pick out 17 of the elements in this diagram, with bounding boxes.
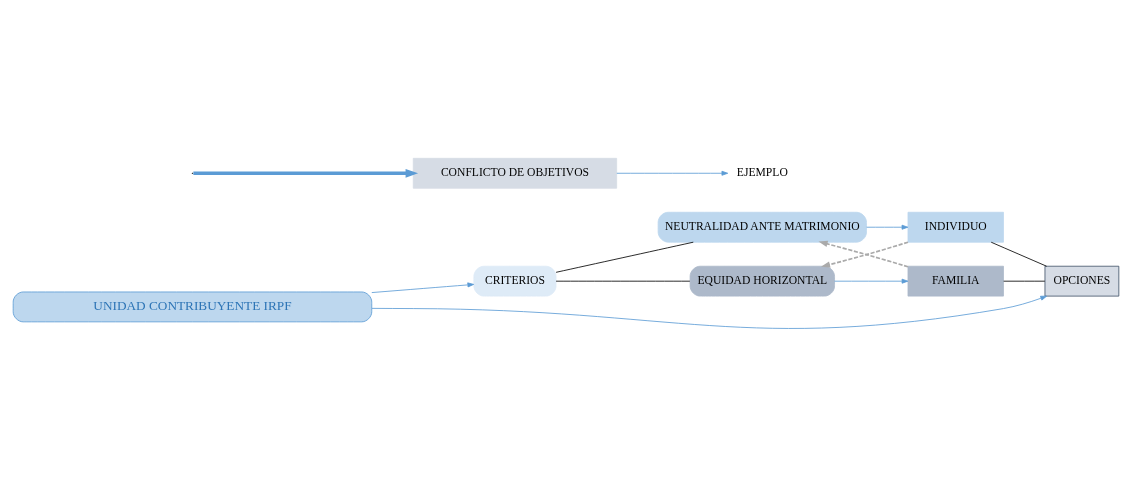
connector xyxy=(990,241,1047,267)
arrow xyxy=(371,295,1047,329)
node-box: NEUTRALIDAD ANTE MATRIMONIO xyxy=(657,211,867,243)
connector xyxy=(555,241,694,273)
arrow xyxy=(371,281,475,293)
node-box: EQUIDAD HORIZONTAL xyxy=(689,265,835,297)
node-box: CRITERIOS xyxy=(473,265,557,297)
arrow xyxy=(616,170,729,176)
arrow xyxy=(834,278,909,284)
arrow xyxy=(193,168,419,178)
node-box: CONFLICTO DE OBJETIVOS xyxy=(412,157,618,189)
arrow xyxy=(866,224,909,230)
node-box: INDIVIDUO xyxy=(907,211,1004,243)
node-text: EJEMPLO xyxy=(736,165,788,179)
node-box: OPCIONES xyxy=(1044,265,1120,297)
node-box: UNIDAD CONTRIBUYENTE IRPF xyxy=(12,291,373,322)
node-box: FAMILIA xyxy=(907,265,1004,297)
